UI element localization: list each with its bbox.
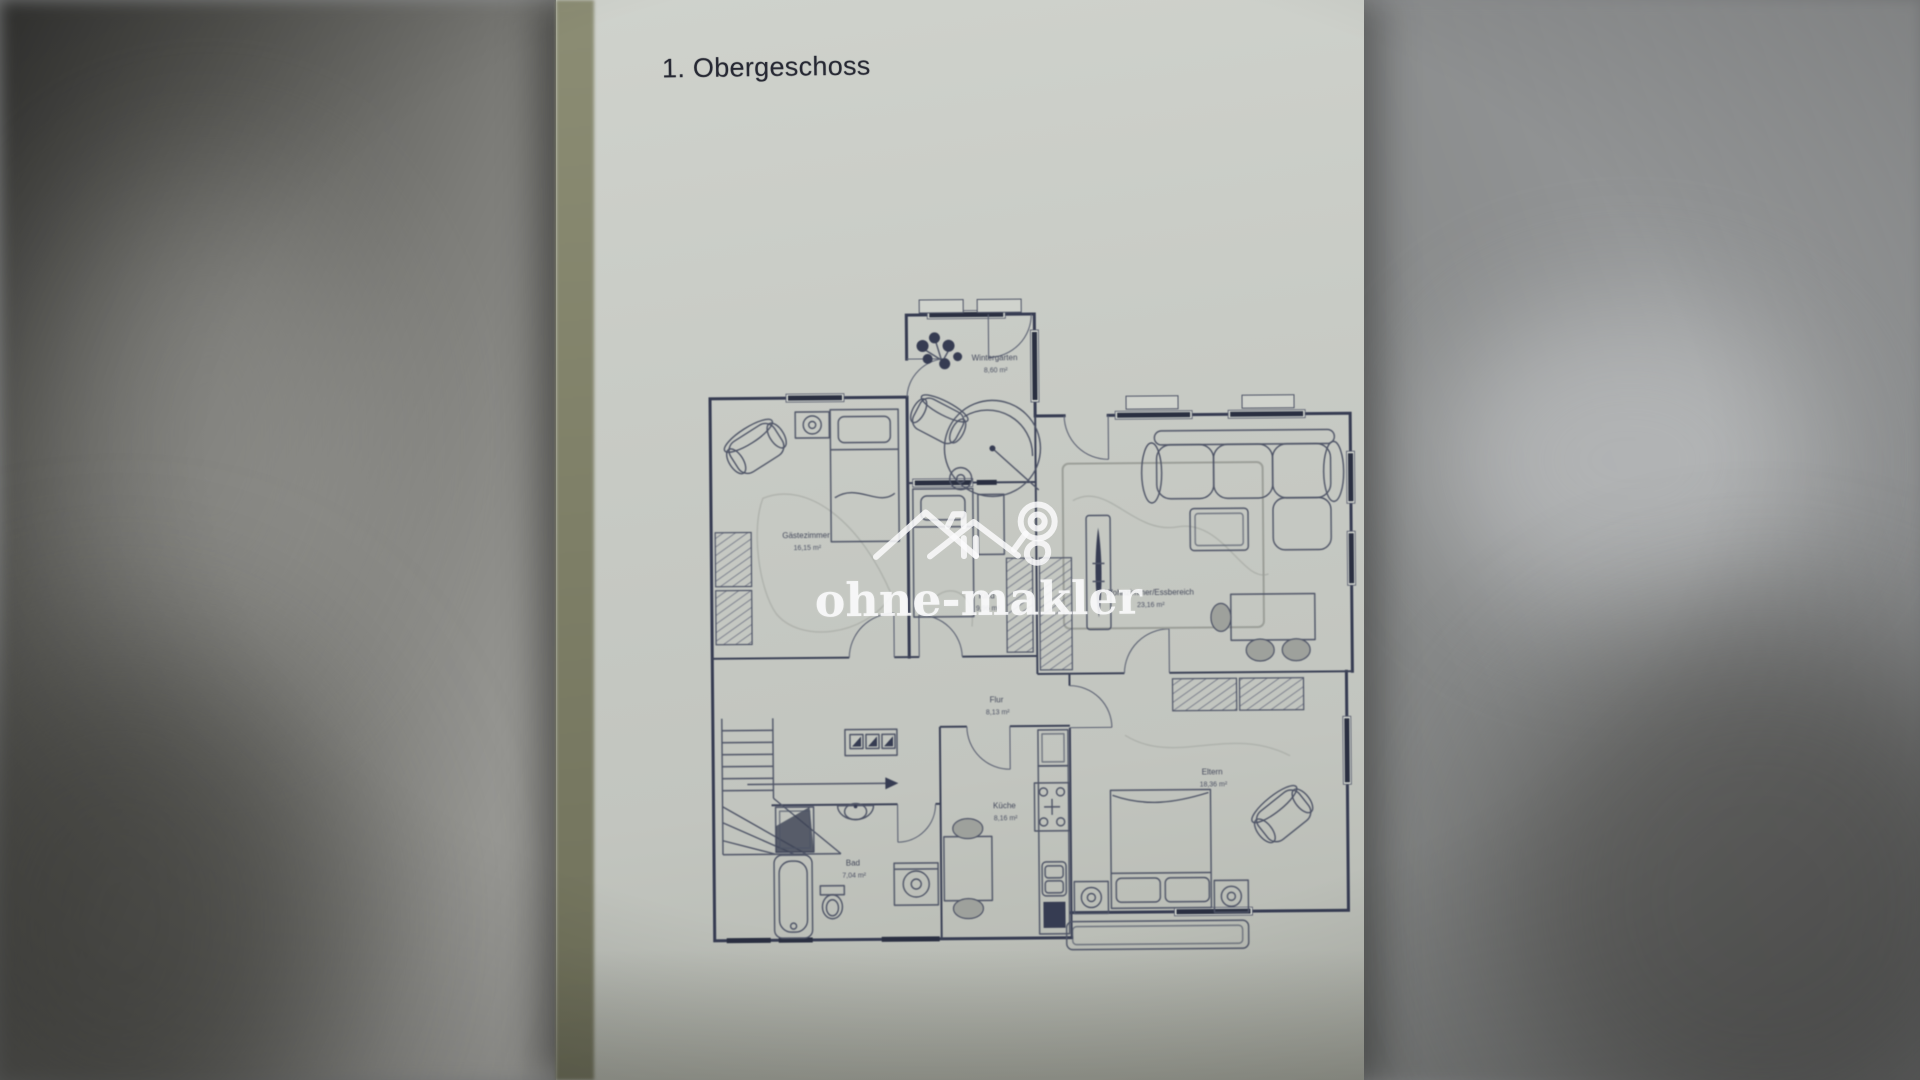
double-bed-icon [1109, 788, 1213, 910]
sink-icon [836, 802, 875, 821]
sofa-icon [1140, 428, 1345, 551]
fridge-icon [1037, 729, 1069, 767]
room-label-bad: Bad 7,04 m² [842, 858, 867, 879]
wardrobe-icon [1005, 557, 1073, 671]
kitchen-table-icon [943, 817, 994, 920]
stairs-icon [721, 718, 899, 856]
room-label-wohnzimmer: Wohnzimmer/Essbereich 23,16 m² [1105, 588, 1196, 610]
dining-table-icon [1210, 592, 1316, 662]
armchair-icon [1251, 784, 1314, 844]
bathtub-icon [773, 854, 814, 939]
stove-icon [1033, 782, 1071, 832]
sideboard-icon [844, 728, 898, 757]
armchair-icon [723, 418, 787, 475]
windows [726, 298, 1357, 944]
wardrobe-icon [714, 531, 753, 646]
kitchen-counter [1037, 765, 1071, 935]
floor-contours [756, 493, 1291, 757]
room-label-wintergarten: Wintergarten 8,60 m² [972, 353, 1020, 374]
balcony [1065, 919, 1250, 951]
background-blur-blob [1430, 300, 1830, 620]
room-label-eltern: Eltern 18,36 m² [1199, 767, 1227, 788]
shower-icon [774, 806, 815, 853]
room-label-kind: Kind 9,96 m² [976, 591, 1001, 612]
coffee-table-icon [1189, 507, 1250, 552]
kitchen-sink-icon [1041, 861, 1068, 928]
room-labels: Wintergarten 8,60 m² Gästezimmer 16,15 m… [782, 353, 1228, 880]
background-blur-blob [40, 180, 380, 700]
round-rug-icon [943, 399, 1042, 498]
rug-icon [1061, 461, 1265, 630]
wardrobe-icon [1171, 677, 1305, 712]
room-label-flur: Flur 8,13 m² [986, 695, 1011, 716]
desk-icon [977, 493, 1006, 556]
toilet-icon [819, 884, 846, 920]
nightstand-icon [1073, 879, 1250, 915]
room-label-gaestezimmer: Gästezimmer 16,15 m² [782, 531, 832, 552]
page-title: 1. Obergeschoss [661, 50, 871, 84]
washing-machine-icon [893, 862, 940, 906]
single-bed-icon [829, 408, 900, 543]
stove-corner-icon [794, 411, 831, 439]
plant-icon [916, 332, 963, 370]
page-bottom-shade [556, 950, 1364, 1080]
floorplan-drawing: Wintergarten 8,60 m² Gästezimmer 16,15 m… [701, 293, 1369, 961]
tv-board-icon [1085, 514, 1112, 631]
armchair-icon [909, 394, 969, 445]
room-label-kueche: Küche 8,16 m² [993, 801, 1018, 822]
page-edge-shadow [556, 0, 594, 1080]
